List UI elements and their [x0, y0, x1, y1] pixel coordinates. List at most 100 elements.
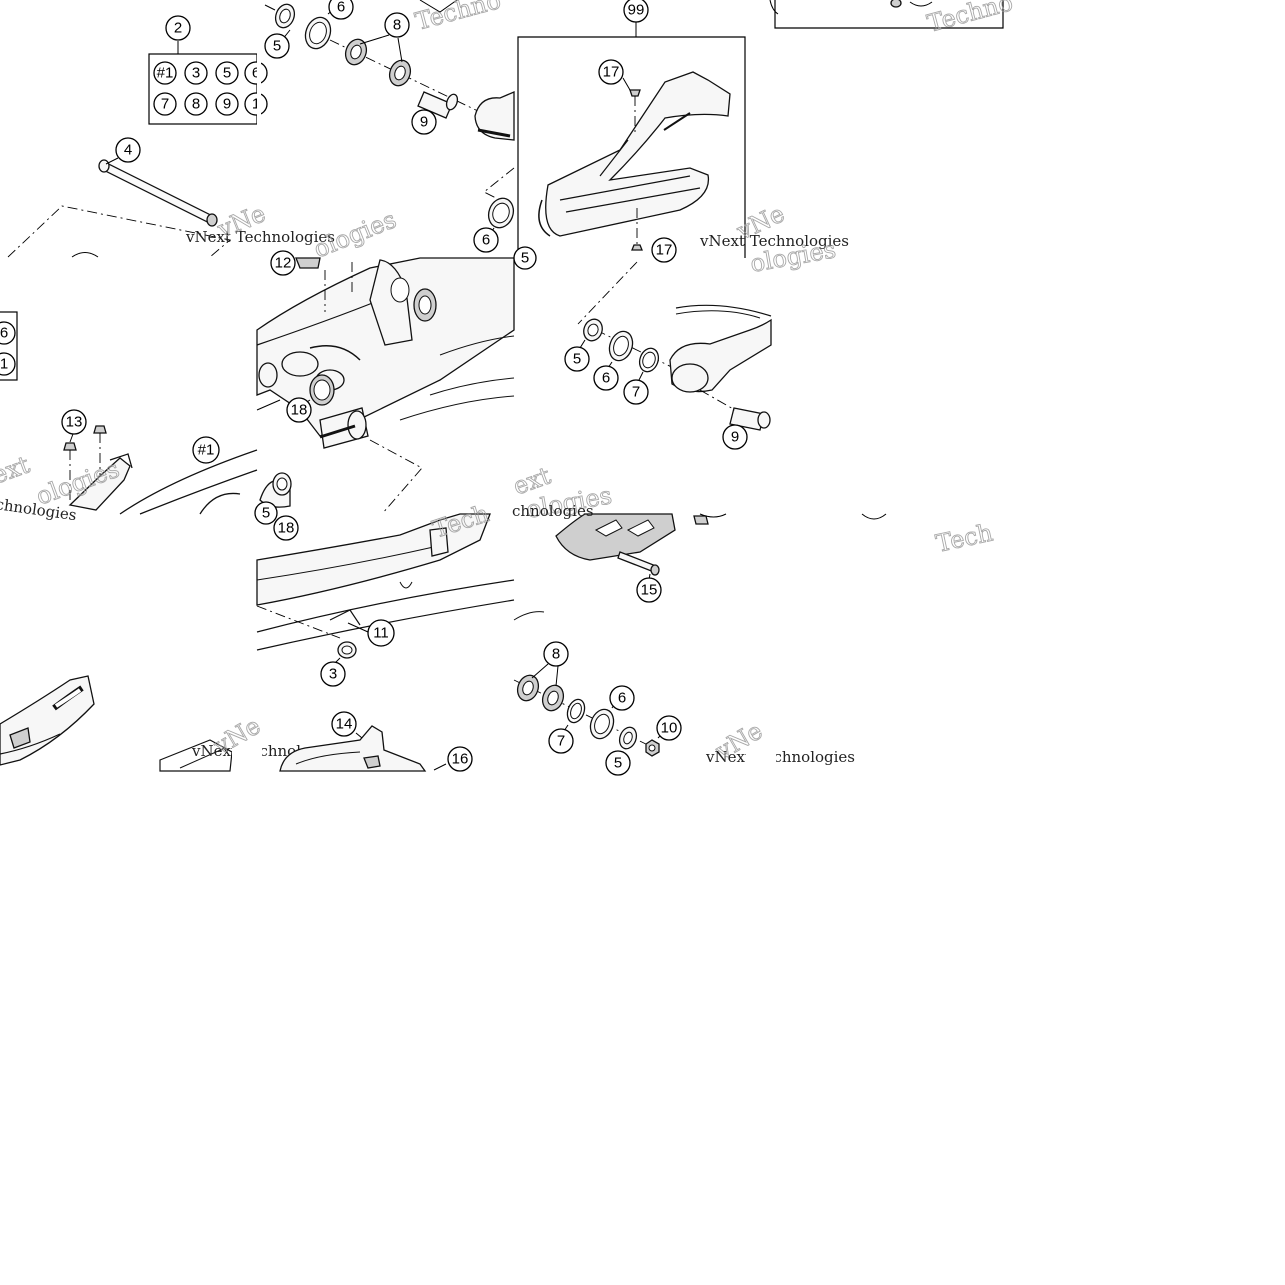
tile-1-0: 6 1 13 #1 ext chnologies ologies [0, 311, 258, 524]
callout-15: 15 [636, 577, 662, 603]
callout-#1: #1 [192, 436, 220, 464]
callout-3: 3 [320, 661, 346, 687]
chain-guide [538, 71, 731, 237]
callout-10: 10 [656, 715, 682, 741]
svg-text:7: 7 [632, 384, 640, 401]
svg-text:12: 12 [275, 255, 292, 272]
bearing-pair: 8 [329, 12, 481, 113]
kit-cell-r1c3: 1 [244, 92, 268, 116]
watermark: Techno [924, 0, 1015, 38]
callout-5: 5 [254, 501, 278, 525]
svg-text:6: 6 [252, 65, 260, 82]
svg-text:17: 17 [656, 242, 673, 259]
callout-17: 17 [651, 237, 677, 263]
callout-5: 5 [605, 750, 631, 776]
kit-fragment-6: 6 [0, 321, 16, 345]
callout-7: 7 [548, 728, 574, 754]
watermark: vNext Technologies [185, 228, 335, 246]
kit-cell-r0c1: 3 [184, 61, 208, 85]
callout-6: 6 [328, 0, 354, 20]
kit-cell-r0c3: 6 [244, 61, 268, 85]
svg-text:#1: #1 [157, 65, 174, 82]
svg-text:1: 1 [252, 96, 260, 113]
svg-text:18: 18 [278, 520, 295, 537]
svg-text:99: 99 [628, 2, 645, 19]
callout-11: 11 [367, 619, 395, 647]
callout-9: 9 [722, 424, 748, 450]
svg-text:2: 2 [174, 20, 182, 37]
svg-text:10: 10 [661, 720, 678, 737]
callout-14: 14 [331, 711, 357, 737]
callout-9: 9 [411, 109, 437, 135]
svg-text:18: 18 [291, 402, 308, 419]
svg-text:1: 1 [0, 356, 8, 373]
callout-6: 6 [473, 227, 499, 253]
tile-0-1: 5 6 8 9 6 Techno [264, 0, 515, 253]
watermark: vNext Technologies [705, 748, 855, 766]
svg-text:5: 5 [273, 38, 281, 55]
svg-text:5: 5 [573, 351, 581, 368]
svg-text:9: 9 [223, 96, 231, 113]
kit-cell-r0c0: #1 [153, 61, 177, 85]
svg-text:3: 3 [329, 666, 337, 683]
box-99: 99 [517, 0, 746, 258]
callout-8: 8 [543, 641, 569, 667]
watermark: vNext Technologies [699, 232, 849, 250]
svg-text:5: 5 [614, 755, 622, 772]
svg-text:17: 17 [603, 64, 620, 81]
callout-99: 99 [623, 0, 649, 23]
tile-2-0: vNext Technologies vNe 5 18 [0, 472, 341, 772]
callout-17: 17 [598, 59, 624, 85]
tile-0-0: 2 #1 3 5 6 7 8 9 1 4 vNext Technologies … [7, 15, 335, 258]
tile-1-1: 12 18 5 ologies [256, 205, 537, 515]
watermark: Tech [933, 519, 995, 558]
svg-text:11: 11 [373, 625, 389, 642]
svg-text:6: 6 [602, 370, 610, 387]
kit-fragment-1: 1 [0, 352, 16, 376]
svg-text:7: 7 [161, 96, 169, 113]
tile-1-2: 5 6 7 9 ologies ext [509, 235, 838, 501]
tile-0-3: Techno [769, 0, 1016, 38]
svg-text:9: 9 [731, 429, 739, 446]
svg-text:6: 6 [0, 325, 8, 342]
svg-text:9: 9 [420, 114, 428, 131]
callout-5: 5 [564, 346, 590, 372]
callout-16: 16 [447, 746, 473, 772]
svg-text:3: 3 [192, 65, 200, 82]
callout-18: 18 [286, 397, 312, 423]
callout-13: 13 [61, 409, 87, 435]
callout-2: 2 [165, 15, 191, 41]
tile-2-2: 15 8 7 6 5 10 vNext Technologies vNe olo… [512, 481, 855, 776]
callout-5: 5 [264, 33, 290, 59]
kit-cell-r1c0: 7 [153, 92, 177, 116]
svg-text:5: 5 [223, 65, 231, 82]
svg-text:15: 15 [641, 582, 658, 599]
tile-2-1: 11 3 14 16 Tech [256, 499, 515, 772]
callout-8: 8 [384, 12, 410, 38]
watermark: Techno [412, 0, 503, 36]
watermark: ext [0, 450, 34, 489]
tile-0-2: 99 17 17 vNext Technologies vNe [517, 0, 849, 263]
callout-6: 6 [609, 685, 635, 711]
svg-text:5: 5 [262, 505, 270, 522]
watermark: chnologies [512, 502, 594, 520]
kit-cell-r0c2: 5 [215, 61, 239, 85]
watermark: ologies [310, 205, 400, 263]
kit-table: 2 #1 3 5 6 7 8 9 1 [148, 15, 268, 130]
svg-text:13: 13 [66, 414, 83, 431]
tile-2-3: Tech [861, 513, 996, 558]
svg-text:8: 8 [192, 96, 200, 113]
kit-cell-r1c1: 8 [184, 92, 208, 116]
sleeve: 9 [411, 91, 459, 135]
svg-text:14: 14 [336, 716, 353, 733]
svg-text:16: 16 [452, 751, 469, 768]
callout-18: 18 [273, 515, 299, 541]
svg-text:6: 6 [337, 0, 345, 16]
svg-text:7: 7 [557, 733, 565, 750]
svg-text:6: 6 [482, 232, 490, 249]
axle-bolt: 4 [98, 137, 218, 227]
callout-12: 12 [270, 250, 296, 276]
kit-cell-r1c2: 9 [215, 92, 239, 116]
callout-4: 4 [115, 137, 141, 163]
